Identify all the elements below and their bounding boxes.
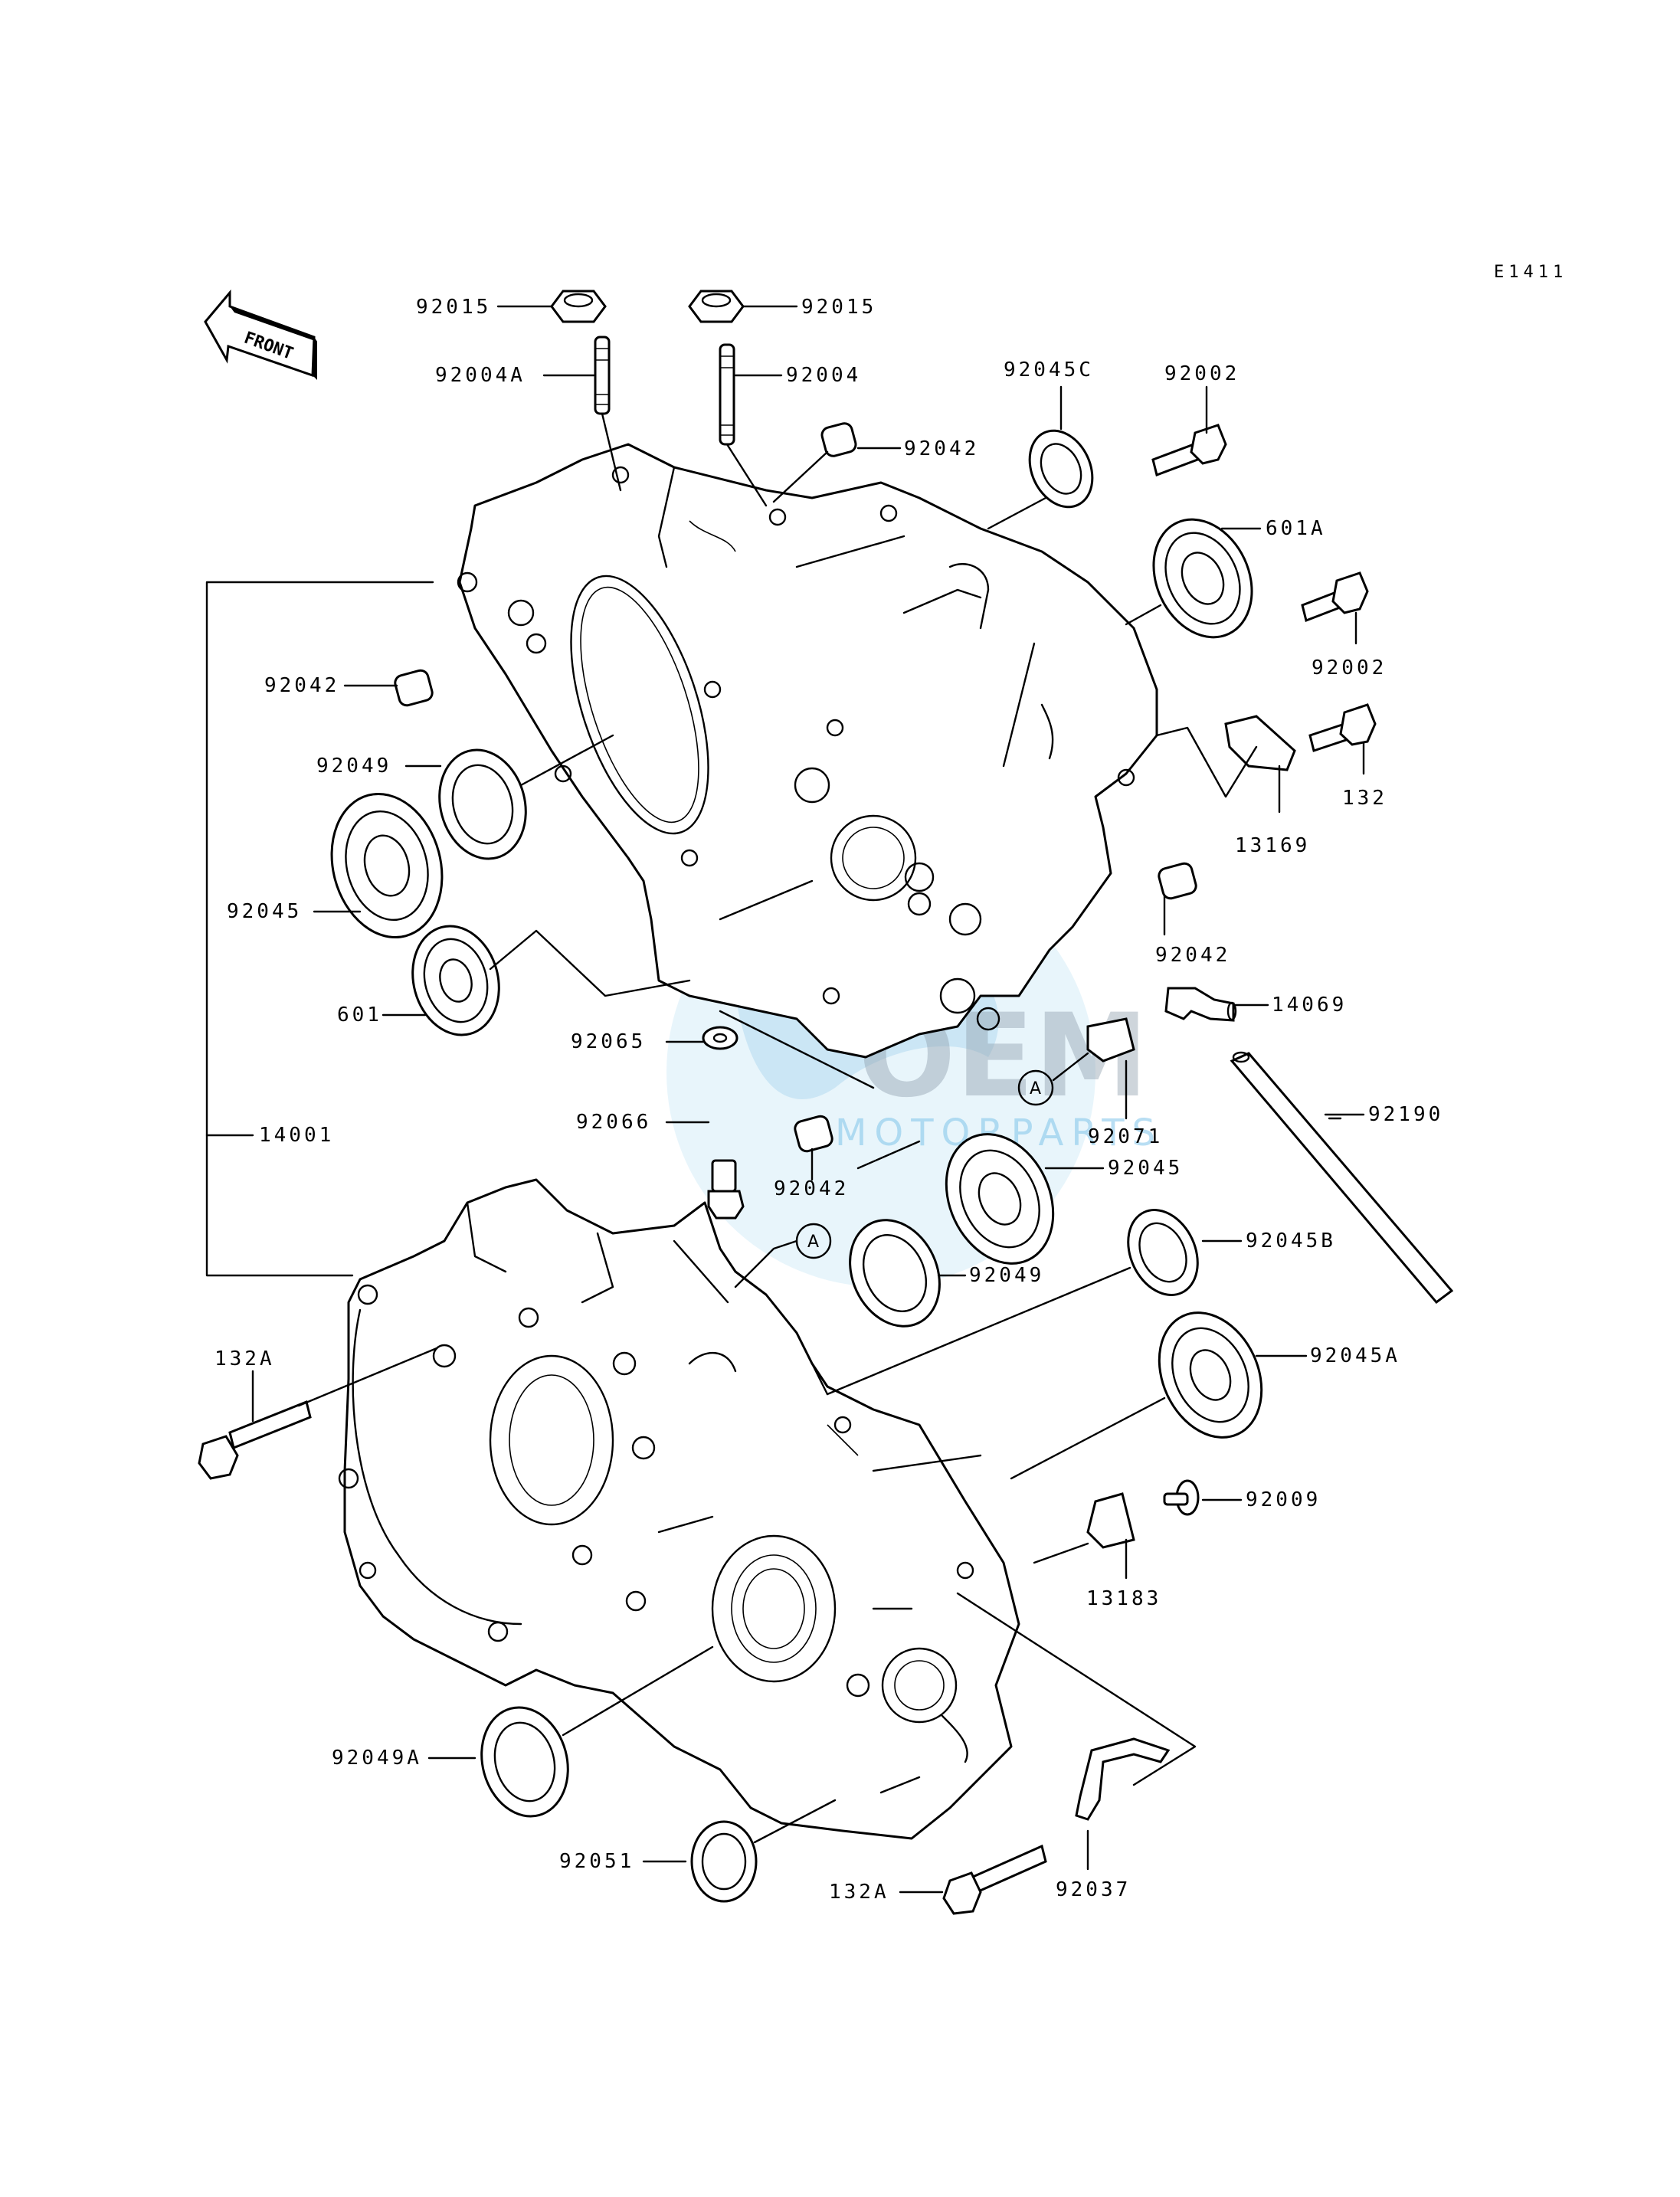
bolt-92002-mid-icon bbox=[1301, 571, 1369, 623]
reference-marker-a-upper: A bbox=[1017, 1069, 1054, 1106]
hose-92190-icon bbox=[1230, 1051, 1454, 1305]
label-92002-top: 92002 bbox=[1164, 362, 1240, 385]
fitting-14069-icon bbox=[1164, 987, 1237, 1022]
bolt-132a-bottom-icon bbox=[942, 1844, 1047, 1915]
upper-crankcase-half bbox=[457, 443, 1158, 1059]
bearing-601-icon bbox=[411, 925, 500, 1036]
label-92049-top: 92049 bbox=[316, 755, 391, 778]
label-92042-top: 92042 bbox=[904, 437, 979, 460]
dowel-92042-left-icon bbox=[394, 669, 434, 707]
label-92045: 92045 bbox=[227, 900, 302, 923]
label-13169: 13169 bbox=[1235, 834, 1310, 857]
label-92037: 92037 bbox=[1056, 1878, 1131, 1901]
label-92071: 92071 bbox=[1088, 1125, 1163, 1148]
label-601a: 601A bbox=[1266, 517, 1326, 540]
bearing-92045-left-icon bbox=[330, 792, 444, 939]
seal-92051-icon bbox=[690, 1820, 758, 1903]
bearing-601a-icon bbox=[1152, 518, 1253, 639]
bearing-92045c-icon bbox=[1028, 429, 1094, 509]
reference-marker-a-lower-label: A bbox=[807, 1233, 819, 1252]
label-92004: 92004 bbox=[786, 364, 861, 387]
label-92015-left: 92015 bbox=[416, 296, 491, 319]
label-13183: 13183 bbox=[1086, 1587, 1161, 1610]
label-92045-mid: 92045 bbox=[1108, 1157, 1183, 1180]
bolt-132a-left-icon bbox=[198, 1400, 312, 1480]
label-92002-mid: 92002 bbox=[1312, 656, 1387, 679]
bolt-92009-icon bbox=[1163, 1479, 1200, 1516]
label-14001: 14001 bbox=[259, 1124, 334, 1147]
label-92042-bottom: 92042 bbox=[774, 1177, 849, 1200]
label-92009: 92009 bbox=[1246, 1488, 1321, 1511]
part-labels: 92015 92015 92004A 92004 92042 92045C 92… bbox=[215, 296, 1443, 1904]
label-92051: 92051 bbox=[559, 1850, 634, 1873]
label-92042-left: 92042 bbox=[264, 674, 339, 697]
stud-92004a-icon bbox=[594, 336, 622, 492]
stud-92004-icon bbox=[719, 343, 768, 507]
seal-92049-mid-icon bbox=[849, 1219, 941, 1328]
bracket-92037-icon bbox=[1075, 1737, 1171, 1821]
seal-92049-top-icon bbox=[438, 748, 527, 860]
label-132a-left: 132A bbox=[215, 1347, 275, 1370]
clamp-92071-icon bbox=[1086, 1017, 1135, 1062]
label-14069: 14069 bbox=[1272, 994, 1347, 1017]
seal-92049a-icon bbox=[480, 1706, 569, 1818]
plate-13183-icon bbox=[1086, 1492, 1135, 1549]
bearing-92045a-icon bbox=[1158, 1311, 1263, 1439]
dowel-92042-right-icon bbox=[1158, 862, 1197, 900]
bearing-92045b-icon bbox=[1127, 1209, 1199, 1296]
label-92045b: 92045B bbox=[1246, 1229, 1336, 1252]
label-92066: 92066 bbox=[576, 1111, 651, 1134]
dowel-92042-bottom-icon bbox=[794, 1115, 833, 1153]
bolt-132-icon bbox=[1308, 703, 1377, 752]
plate-13169-icon bbox=[1224, 715, 1296, 771]
reference-marker-a-upper-label: A bbox=[1030, 1079, 1041, 1098]
label-92190: 92190 bbox=[1368, 1103, 1443, 1126]
label-92045a: 92045A bbox=[1310, 1344, 1400, 1367]
label-92049a: 92049A bbox=[332, 1747, 422, 1770]
nut-92015-right-icon bbox=[688, 290, 745, 323]
label-92004a: 92004A bbox=[435, 364, 526, 387]
diagram-code: E1411 bbox=[1494, 263, 1567, 282]
label-132a-bottom: 132A bbox=[829, 1881, 889, 1904]
label-601: 601 bbox=[337, 1004, 382, 1026]
label-132: 132 bbox=[1342, 787, 1387, 810]
label-92015-right: 92015 bbox=[801, 296, 876, 319]
label-92042-right: 92042 bbox=[1155, 944, 1230, 967]
nut-92015-left-icon bbox=[550, 290, 607, 323]
front-arrow-icon: FRONT bbox=[204, 289, 317, 380]
dowel-92042-top-icon bbox=[772, 422, 857, 503]
label-92049-mid: 92049 bbox=[969, 1264, 1044, 1287]
bearing-92045-mid-icon bbox=[945, 1133, 1055, 1265]
bolt-92002-top-icon bbox=[1151, 424, 1227, 476]
lower-crankcase-half bbox=[338, 1178, 1020, 1840]
label-92045c: 92045C bbox=[1004, 359, 1094, 381]
label-92065: 92065 bbox=[571, 1030, 646, 1053]
leader-lines bbox=[205, 305, 1365, 1894]
plug-92066-icon bbox=[707, 1159, 745, 1220]
washer-92065-icon bbox=[702, 1026, 738, 1050]
